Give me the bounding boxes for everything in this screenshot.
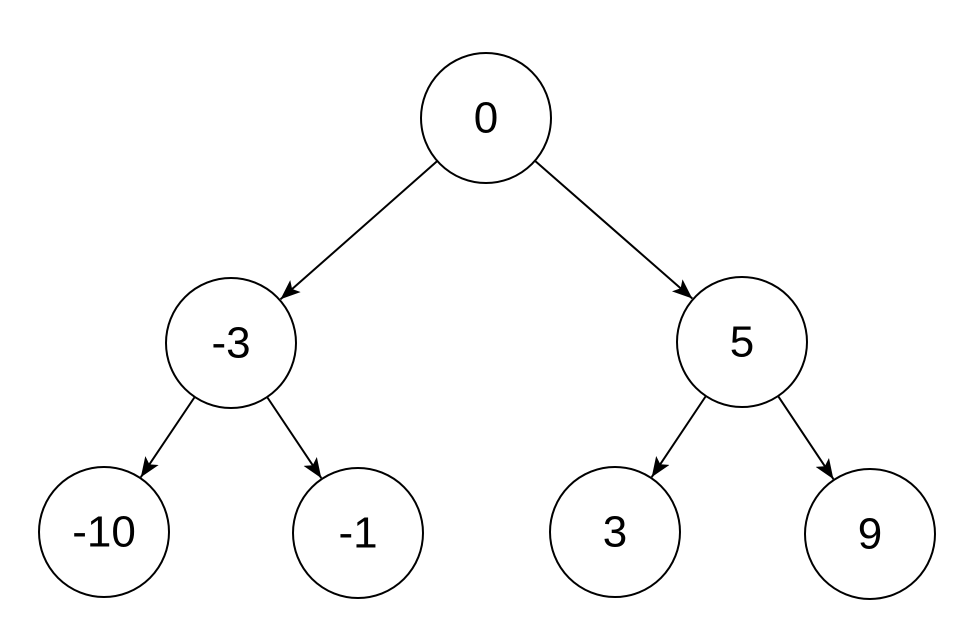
tree-edge-root-l [279,160,438,301]
tree-node-root: 0 [420,52,552,184]
tree-node-label: -10 [72,508,136,557]
tree-node-rl: 3 [549,466,681,598]
tree-node-r: 5 [676,276,808,408]
tree-node-rr: 9 [804,468,936,600]
tree-node-circle [549,466,681,598]
tree-node-circle [676,276,808,408]
tree-node-l: -3 [165,277,297,409]
tree-node-ll: -10 [38,466,170,598]
tree-node-label: -3 [211,319,250,368]
tree-node-circle [292,467,424,599]
tree-node-circle [420,52,552,184]
tree-node-circle [38,466,170,598]
tree-node-label: 9 [858,510,882,559]
tree-edge-l-ll [139,396,196,478]
tree-edge-r-rl [650,395,707,478]
tree-nodes: 0 -3 5 -10 -1 3 9 [38,52,936,600]
tree-node-lr: -1 [292,467,424,599]
tree-edge-r-rr [777,395,835,480]
tree-edge-root-r [534,160,693,300]
tree-node-circle [165,277,297,409]
tree-node-label: 3 [603,508,627,557]
tree-node-label: 0 [474,94,498,143]
tree-edges [139,160,835,480]
tree-node-label: -1 [338,509,377,558]
tree-edge-l-lr [266,396,323,479]
tree-node-label: 5 [730,318,754,367]
tree-node-circle [804,468,936,600]
